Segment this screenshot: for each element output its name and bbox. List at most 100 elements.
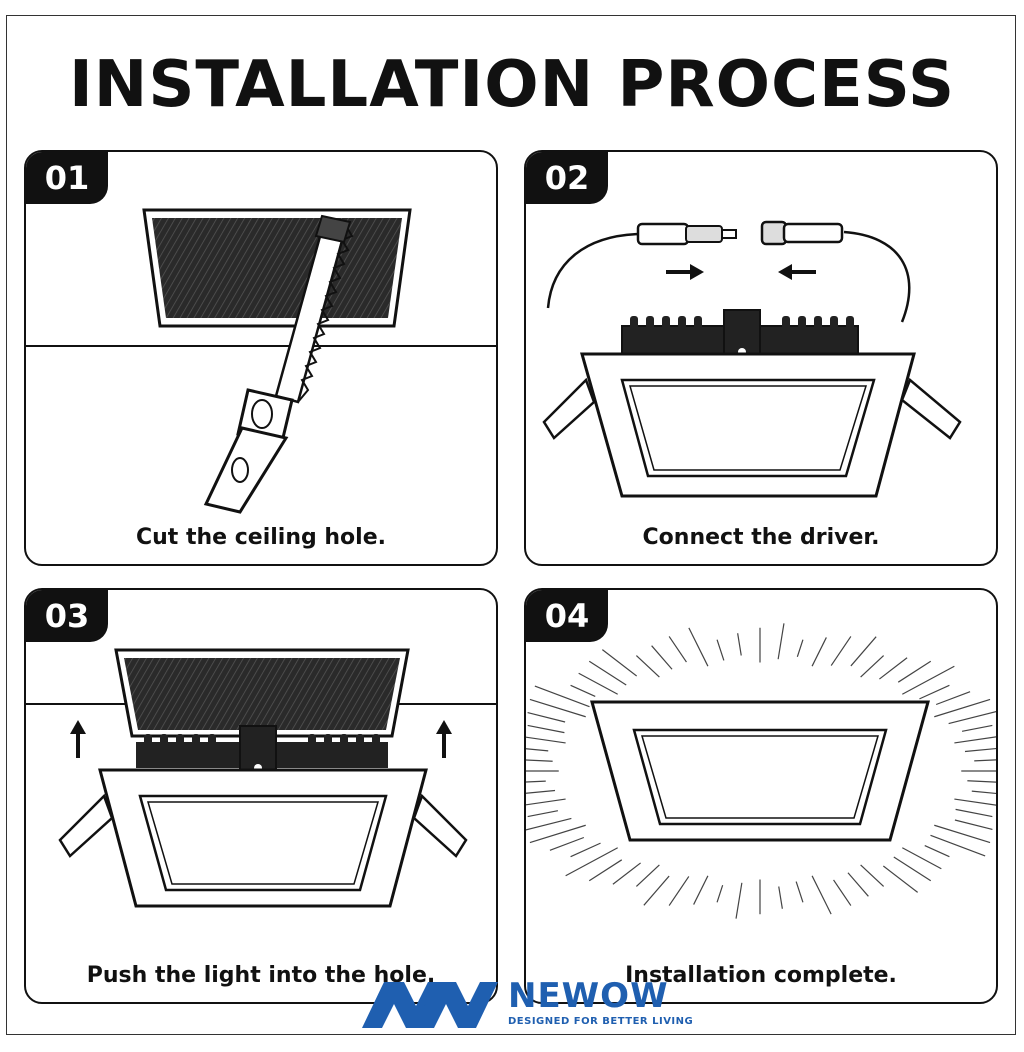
- light-ray: [811, 875, 832, 915]
- light-ray: [964, 747, 996, 753]
- light-ray: [529, 698, 586, 718]
- light-ray: [830, 636, 852, 666]
- panel-light-icon: [590, 700, 930, 842]
- light-ray: [860, 864, 885, 887]
- light-ray: [588, 660, 627, 686]
- panel-light-icon: [580, 352, 916, 498]
- page-title: INSTALLATION PROCESS: [68, 48, 956, 122]
- arrow-icon: [436, 720, 452, 758]
- step-badge: 03: [26, 590, 108, 642]
- spring-clip-right: [900, 377, 962, 440]
- step-badge: 02: [526, 152, 608, 204]
- light-ray: [735, 882, 743, 919]
- spring-clip-right: [412, 793, 468, 858]
- light-ray: [716, 639, 725, 661]
- light-ray: [967, 780, 996, 783]
- light-ray: [588, 859, 623, 882]
- light-ray: [934, 698, 991, 718]
- light-ray: [778, 886, 783, 909]
- light-ray: [526, 817, 572, 831]
- light-ray: [526, 798, 566, 806]
- ceiling-hole-interior: [124, 658, 400, 730]
- light-rays-icon: [526, 623, 996, 919]
- light-ray: [737, 633, 742, 656]
- step-badge: 04: [526, 590, 608, 642]
- wire-left: [546, 232, 639, 309]
- light-ray: [643, 875, 670, 906]
- light-ray: [954, 819, 993, 831]
- light-ray: [668, 636, 687, 663]
- light-ray: [527, 711, 566, 723]
- light-ray: [961, 724, 993, 732]
- light-ray: [526, 789, 556, 794]
- light-ray: [526, 736, 566, 744]
- light-ray: [526, 759, 553, 762]
- light-ray: [570, 842, 601, 858]
- brand-logo: NEWOW DESIGNED FOR BETTER LIVING: [360, 976, 693, 1032]
- light-ray: [948, 711, 996, 725]
- light-ray: [635, 864, 660, 887]
- wire-right: [843, 230, 911, 323]
- light-ray: [795, 881, 804, 903]
- light-ray: [882, 865, 919, 893]
- step-panel-04: 04 Installation complete.: [524, 588, 998, 1004]
- light-ray: [971, 790, 996, 795]
- light-ray: [934, 824, 991, 844]
- panel-light-icon: [98, 768, 428, 908]
- light-ray: [902, 847, 942, 870]
- step-panel-02: 02: [524, 150, 998, 566]
- light-ray: [693, 875, 709, 905]
- light-ray: [954, 736, 996, 744]
- light-ray: [955, 808, 993, 818]
- brand-tagline: DESIGNED FOR BETTER LIVING: [508, 1016, 694, 1027]
- light-ray: [716, 884, 724, 903]
- light-ray: [796, 639, 804, 658]
- push-light-illustration: [26, 648, 496, 908]
- saw-icon: [203, 214, 354, 514]
- light-ray: [612, 862, 641, 885]
- connector-icon: [760, 220, 844, 246]
- light-ray: [833, 879, 852, 906]
- light-ray: [526, 780, 546, 783]
- step-caption: Installation complete.: [625, 963, 897, 988]
- light-ray: [860, 655, 885, 678]
- ceiling-hole-interior: [152, 218, 402, 318]
- brand-mark-icon: [362, 982, 498, 1028]
- light-ray: [777, 623, 785, 660]
- light-ray: [879, 657, 908, 680]
- step-panel-01: 01 Cut the ceiling hole.: [24, 150, 498, 566]
- light-ray: [651, 645, 673, 670]
- spring-clip-left: [542, 377, 596, 440]
- light-ray: [529, 824, 586, 844]
- step-caption: Push the light into the hole.: [86, 963, 436, 988]
- light-ray: [935, 691, 971, 706]
- step-panel-03: 03: [24, 588, 498, 1004]
- light-ray: [930, 834, 986, 857]
- step-caption: Connect the driver.: [642, 525, 880, 550]
- page-frame: [6, 15, 1016, 1035]
- light-ray: [974, 759, 996, 762]
- light-ray: [578, 672, 618, 695]
- light-ray: [954, 798, 996, 806]
- light-ray: [601, 649, 638, 677]
- arrow-icon: [778, 264, 816, 280]
- arrow-icon: [70, 720, 86, 758]
- spring-clip-left: [58, 793, 114, 858]
- light-ray: [897, 660, 932, 683]
- light-ray: [565, 847, 618, 877]
- installation-complete-illustration: [526, 623, 996, 919]
- light-ray: [850, 636, 877, 667]
- light-ray: [902, 665, 955, 695]
- light-ray: [811, 637, 827, 667]
- light-ray: [527, 724, 565, 734]
- light-ray: [549, 836, 585, 851]
- arrow-icon: [666, 264, 704, 280]
- brand-name: NEWOW: [508, 976, 669, 1016]
- connect-driver-illustration: [542, 220, 962, 498]
- step-badge: 01: [26, 152, 108, 204]
- cut-ceiling-illustration: [26, 208, 496, 514]
- light-ray: [688, 627, 709, 667]
- light-ray: [534, 685, 590, 708]
- light-ray: [635, 655, 660, 678]
- light-ray: [527, 810, 559, 818]
